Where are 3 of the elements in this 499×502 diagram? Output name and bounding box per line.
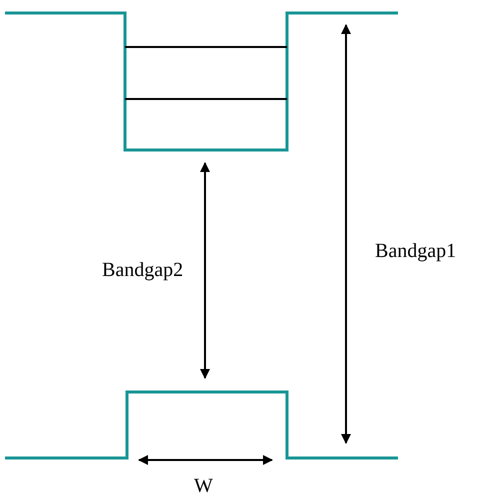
dimension-label: Bandgap2 — [102, 260, 184, 280]
dimension-label: Bandgap1 — [375, 241, 456, 261]
dimension-label: W — [194, 476, 213, 496]
